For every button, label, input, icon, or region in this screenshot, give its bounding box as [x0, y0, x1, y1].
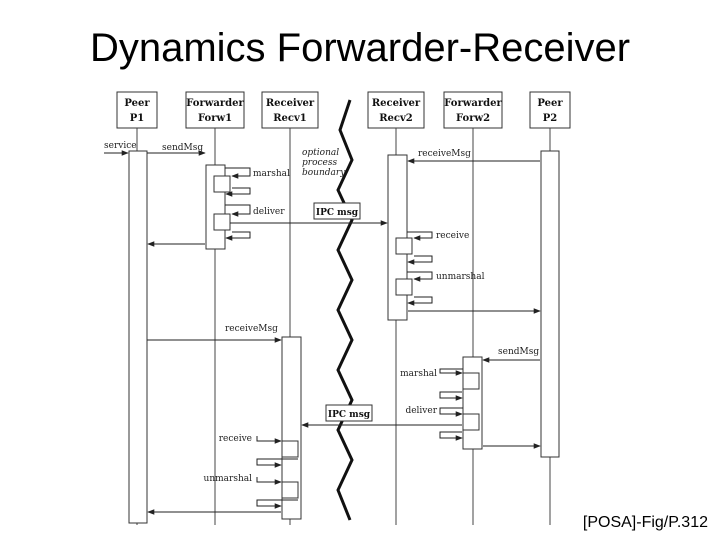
- arrow-deliver-1-call: [225, 204, 251, 217]
- label-receive-msg-2: receiveMsg: [418, 149, 471, 159]
- arrow-unmarshal-2-call: [407, 271, 433, 282]
- label-receive-2: receive: [436, 231, 469, 241]
- label-marshal-2: marshal: [400, 369, 437, 379]
- label-deliver-2: deliver: [405, 406, 437, 416]
- participant-name-recv2: Receiver: [372, 98, 421, 109]
- nested-activation-unmarshal-2: [395, 278, 413, 296]
- figure-citation: [POSA]-Fig/P.312: [582, 514, 708, 531]
- nested-activation-deliver-1: [213, 213, 231, 231]
- arrow-marshal-1-return: [225, 187, 251, 197]
- nested-activation-receive-2: [395, 237, 413, 255]
- participant-name-recv1: Receiver: [266, 98, 315, 109]
- arrow-receive-2-return: [407, 255, 433, 265]
- participant-name-p1: Peer: [124, 98, 150, 109]
- arrow-unmarshal-2-return: [407, 296, 433, 306]
- boundary-note-line-2: process: [302, 158, 337, 168]
- nested-activation-marshal-1: [213, 175, 231, 193]
- activation-p1: [128, 150, 148, 524]
- participant-id-recv1: Recv1: [273, 113, 307, 124]
- arrow-unmarshal-1-call: [256, 477, 282, 485]
- label-deliver-1: deliver: [253, 207, 285, 217]
- arrow-deliver-2-call: [439, 407, 463, 417]
- participant-name-forw1: Forwarder: [186, 98, 244, 109]
- label-unmarshal-1: unmarshal: [204, 474, 253, 484]
- participant-name-p2: Peer: [537, 98, 563, 109]
- nested-activation-deliver-2: [462, 413, 480, 431]
- boundary-note-line-3: boundary: [302, 168, 346, 178]
- nested-activation-unmarshal-1: [281, 481, 299, 499]
- boundary-note-line-1: optional: [302, 148, 339, 158]
- label-service: service: [104, 141, 137, 151]
- activation-forw2: [462, 356, 483, 450]
- label-receive-msg-1: receiveMsg: [225, 324, 278, 334]
- participant-id-p2: P2: [543, 113, 558, 124]
- participant-id-forw1: Forw1: [198, 113, 232, 124]
- nested-activation-marshal-2: [462, 372, 480, 390]
- label-receive-1: receive: [219, 434, 252, 444]
- participant-id-forw2: Forw2: [456, 113, 490, 124]
- arrow-unmarshal-1-return: [256, 499, 298, 509]
- arrow-marshal-2-call: [439, 368, 463, 376]
- label-marshal-1: marshal: [253, 169, 290, 179]
- arrow-receive-2-call: [407, 231, 433, 241]
- participant-name-forw2: Forwarder: [444, 98, 502, 109]
- activation-recv1: [281, 336, 302, 520]
- arrow-receive-1-return: [256, 458, 298, 468]
- participant-box-forwarder-forw1: [185, 91, 245, 129]
- arrow-marshal-2-return: [439, 391, 463, 401]
- label-send-msg-2: sendMsg: [498, 347, 539, 357]
- arrow-deliver-1-return: [225, 231, 251, 241]
- label-unmarshal-2: unmarshal: [436, 272, 485, 282]
- arrow-deliver-2-return: [439, 431, 463, 441]
- ipc-msg-box-1: [313, 202, 361, 220]
- arrow-receive-1-call: [256, 436, 282, 444]
- label-send-msg-1: sendMsg: [162, 143, 203, 153]
- slide-title: Dynamics Forwarder-Receiver: [89, 26, 631, 70]
- ipc-msg-box-2: [325, 404, 373, 422]
- process-boundary-zigzag: [336, 99, 354, 521]
- activation-p2: [540, 150, 560, 458]
- nested-activation-receive-1: [281, 440, 299, 458]
- arrow-marshal-1-call: [225, 167, 251, 179]
- participant-box-receiver-recv1: [261, 91, 319, 129]
- ipc-msg-label-2: IPC msg: [328, 410, 371, 420]
- participant-id-p1: P1: [130, 113, 144, 124]
- participant-box-peer-p1: [116, 91, 158, 129]
- ipc-msg-label-1: IPC msg: [316, 208, 359, 218]
- participant-id-recv2: Recv2: [379, 113, 413, 124]
